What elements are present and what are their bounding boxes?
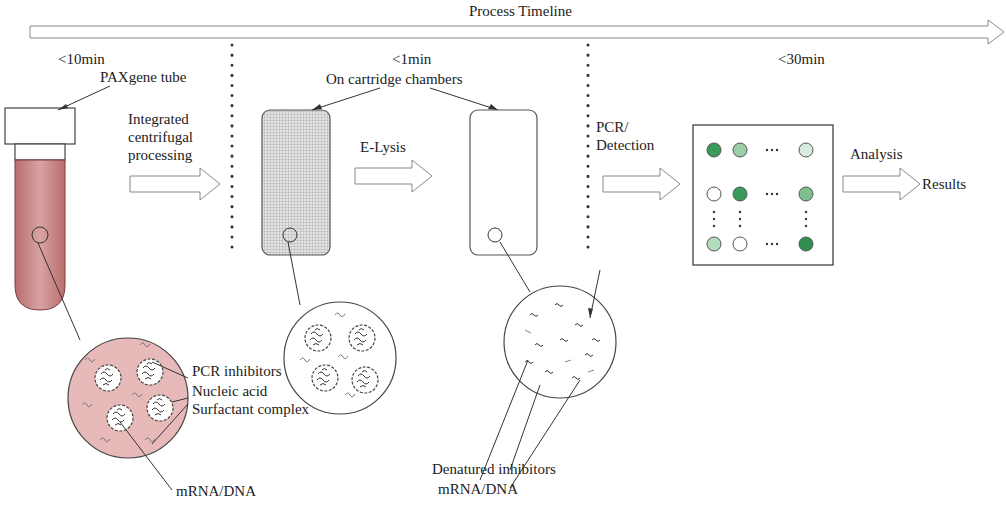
timeline-title: Process Timeline — [469, 2, 572, 20]
step-label: PCR/ Detection — [596, 118, 656, 154]
part-label: On cartridge chambers — [326, 70, 463, 88]
part-label: PCR inhibitors — [192, 362, 282, 380]
part-label: Denatured inhibitors — [432, 460, 556, 478]
output-label: Results — [922, 175, 966, 193]
part-label: mRNA/DNA — [438, 480, 518, 498]
part-label: mRNA/DNA — [176, 482, 256, 500]
step-label: Integrated centrifugal processing — [128, 110, 228, 164]
step-label: Analysis — [850, 145, 903, 163]
time-label: <30min — [778, 50, 825, 68]
part-label: PAXgene tube — [100, 68, 187, 86]
time-label: <10min — [58, 50, 105, 68]
time-label: <1min — [392, 50, 431, 68]
step-label: E-Lysis — [360, 138, 406, 156]
part-label: Nucleic acid Surfactant complex — [192, 382, 327, 418]
